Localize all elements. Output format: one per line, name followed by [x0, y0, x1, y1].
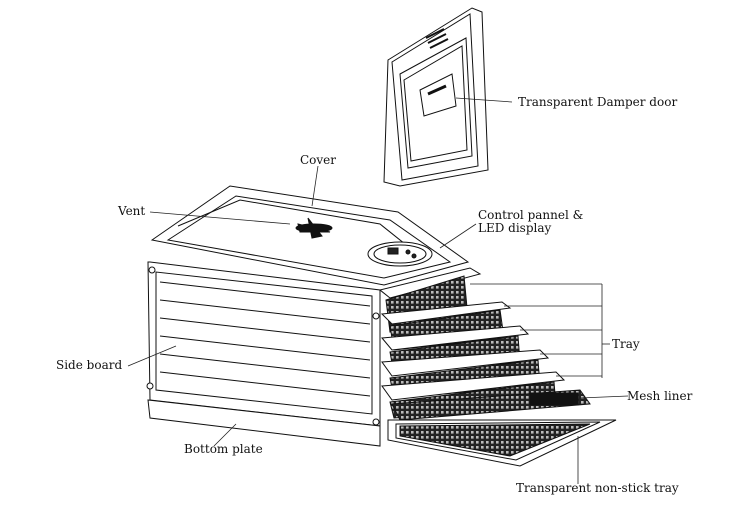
label-damper-door: Transparent Damper door — [518, 95, 678, 109]
label-vent: Vent — [118, 204, 146, 218]
label-mesh-liner: Mesh liner — [627, 389, 693, 403]
label-cover: Cover — [300, 153, 337, 167]
mesh-liner — [391, 389, 591, 421]
trays — [378, 267, 617, 467]
label-non-stick-tray: Transparent non-stick tray — [516, 481, 679, 495]
control-panel — [367, 241, 433, 267]
label-tray: Tray — [612, 337, 640, 351]
dehydrator-body — [146, 185, 470, 447]
leader-lines — [127, 97, 629, 484]
label-bottom-plate: Bottom plate — [184, 442, 263, 456]
label-side-board: Side board — [56, 358, 123, 372]
vent-icon — [295, 217, 333, 239]
label-control-panel: Control pannel & LED display — [478, 208, 584, 235]
non-stick-tray — [387, 419, 617, 467]
damper-door — [383, 7, 489, 187]
